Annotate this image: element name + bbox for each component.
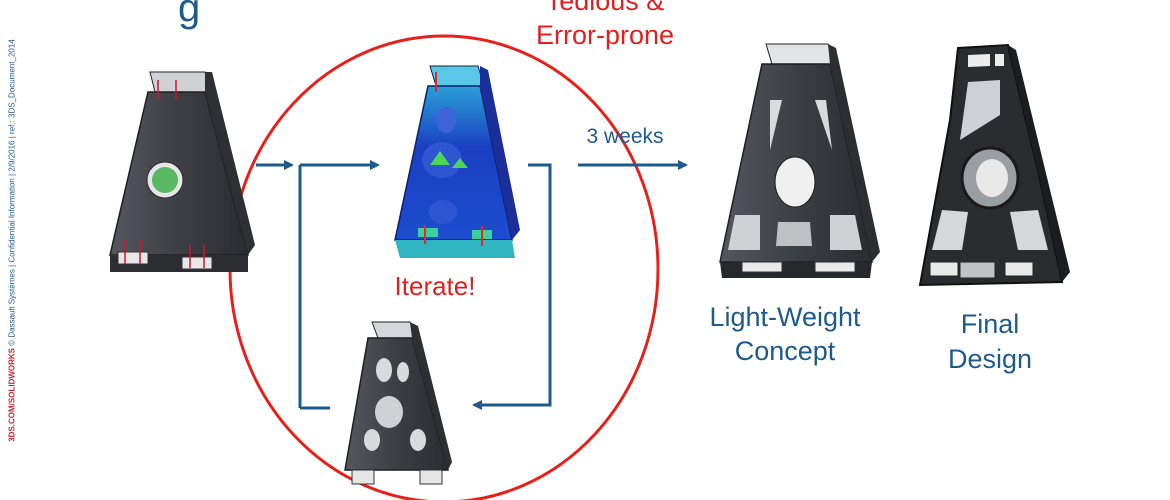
light-weight-concept-image <box>719 43 880 278</box>
final-label-line1: Final <box>960 309 1020 339</box>
title-fragment: g <box>178 0 201 30</box>
iterate-label: Iterate! <box>394 271 476 301</box>
error-prone-label: Error-prone <box>535 20 675 50</box>
final-label-line2: Design <box>947 344 1033 374</box>
arrow-fea-to-trial <box>472 163 552 410</box>
initial-part-image <box>109 71 255 272</box>
flow-connectors <box>256 160 688 410</box>
duration-label: 3 weeks <box>586 125 664 148</box>
concept-label-line2: Concept <box>734 336 836 366</box>
final-design-image <box>918 43 1070 287</box>
tedious-label: Tedious & <box>545 0 665 16</box>
trial-design-image <box>344 321 452 485</box>
fea-result-image <box>394 65 520 258</box>
concept-label-line1: Light-Weight <box>709 302 861 332</box>
